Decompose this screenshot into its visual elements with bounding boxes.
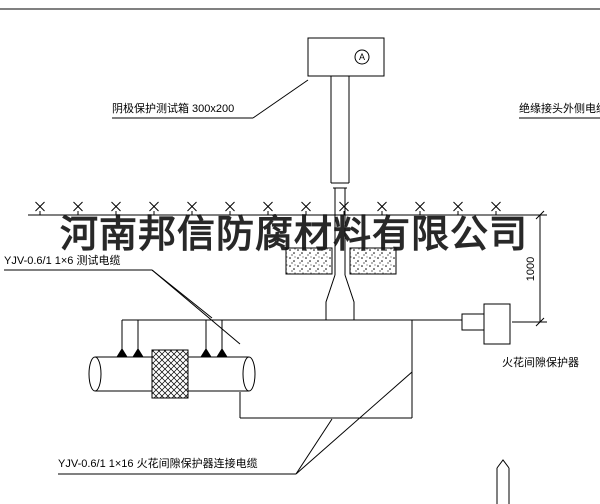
pipe-break-symbol [496,459,510,504]
leader-lines [4,79,600,475]
weld-point [200,348,212,358]
outer-cable-label: 绝缘接头外侧电缆 [519,103,600,115]
spark-cable-label: YJV-0.6/1 1×16 火花间隙保护器连接电缆 [58,458,258,470]
dimension-text: 1000 [525,256,537,282]
meter-letter: A [358,52,365,62]
ground-line [28,201,527,216]
meter-circle [354,49,370,65]
weld-point [216,348,228,358]
test-cable-label: YJV-0.6/1 1×6 测试电缆 [4,255,121,267]
weld-point [132,348,144,358]
test-box-label: 阴极保护测试箱 300x200 [112,103,235,115]
company-watermark: 河南邦信防腐材料有限公司 [60,214,529,256]
spark-protector-label: 火花间隙保护器 [502,357,579,369]
test-box [307,37,385,77]
dimension-1000 [512,210,547,327]
weld-point [116,348,128,358]
concrete-foundations [285,247,397,275]
riser-conduit [330,76,350,275]
insulating-joint [151,349,189,399]
pipeline [88,348,256,399]
spark-gap-protector [461,303,511,345]
cable-runs [121,274,462,419]
